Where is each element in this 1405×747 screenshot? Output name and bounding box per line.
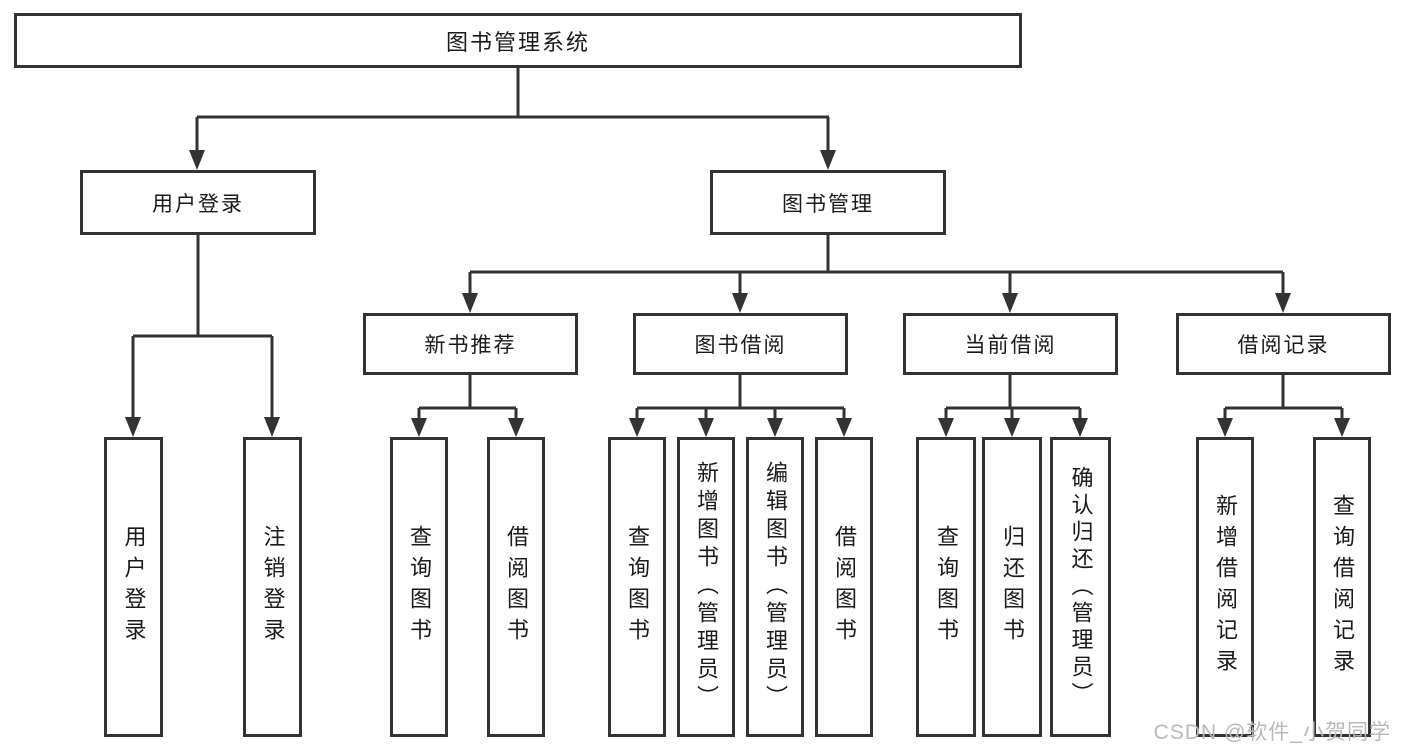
leaf-query-borrow-record: 查询借阅记录 — [1313, 437, 1371, 737]
node-book-borrowing: 图书借阅 — [633, 313, 848, 375]
csdn-watermark: CSDN @软件_小贺同学 — [1153, 721, 1391, 744]
node-current-borrowing: 当前借阅 — [903, 313, 1118, 375]
node-root-book-management-system: 图书管理系统 — [14, 13, 1022, 68]
leaf-borrow-books: 借阅图书 — [815, 437, 873, 737]
leaf-confirm-return-admin: 确认归还（管理员） — [1050, 437, 1111, 737]
leaf-add-borrow-record: 新增借阅记录 — [1196, 437, 1254, 737]
node-user-login: 用户登录 — [80, 170, 316, 235]
leaf-borrow-query-books: 查询图书 — [608, 437, 666, 737]
leaf-edit-books-admin: 编辑图书（管理员） — [746, 437, 804, 737]
node-book-management: 图书管理 — [710, 170, 946, 235]
leaf-recommend-query-books: 查询图书 — [390, 437, 448, 737]
leaf-recommend-borrow-books: 借阅图书 — [487, 437, 545, 737]
leaf-add-books-admin: 新增图书（管理员） — [677, 437, 735, 737]
node-new-book-recommendation: 新书推荐 — [363, 313, 578, 375]
leaf-current-query-books: 查询图书 — [916, 437, 976, 737]
leaf-return-books: 归还图书 — [982, 437, 1042, 737]
leaf-user-login: 用户登录 — [104, 437, 163, 737]
node-borrowing-records: 借阅记录 — [1176, 313, 1391, 375]
leaf-logout: 注销登录 — [243, 437, 302, 737]
